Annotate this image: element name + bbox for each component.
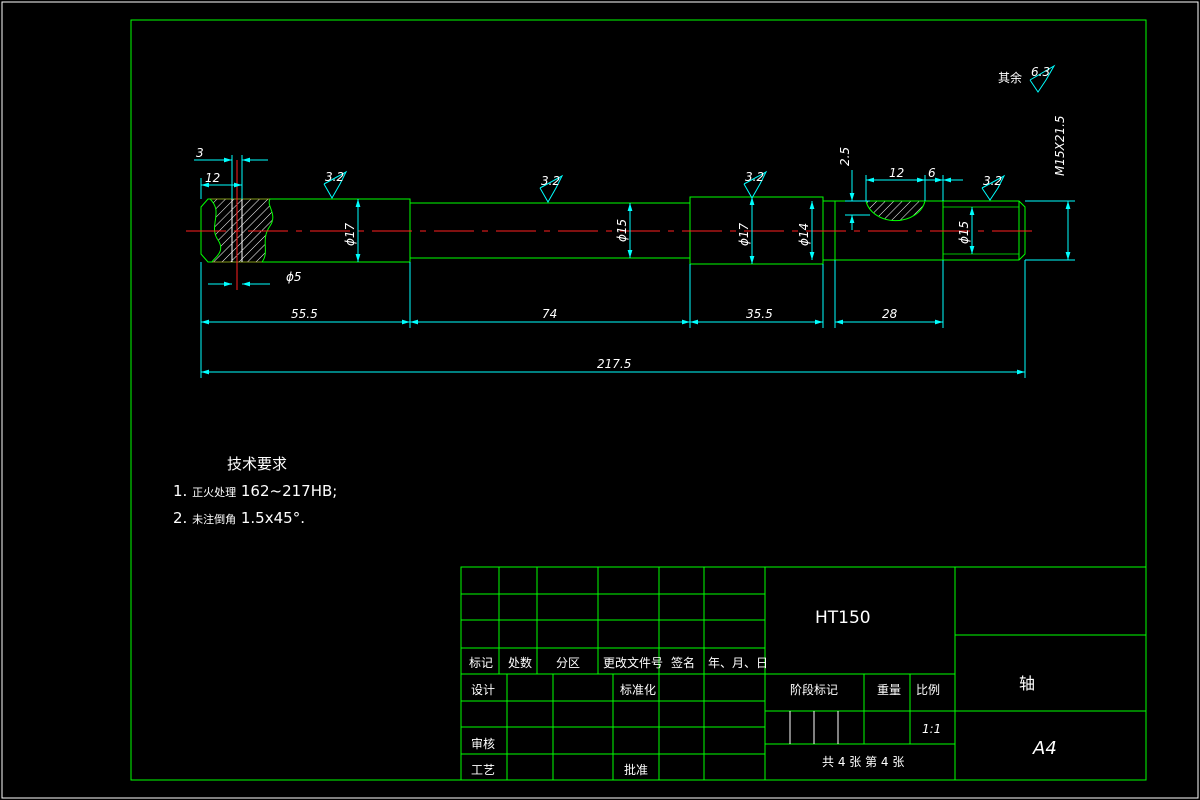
tb-col-date: 年、月、日 xyxy=(708,656,768,670)
tb-design: 设计 xyxy=(471,683,495,697)
tb-scale-value: 1:1 xyxy=(922,722,941,736)
dim-phi15-a: ϕ15 xyxy=(615,219,629,242)
tb-material: HT150 xyxy=(815,608,871,628)
tb-standardize: 标准化 xyxy=(620,683,656,697)
tb-col-zone: 分区 xyxy=(556,656,580,670)
tech-req-line1: 1. 正火处理 162~217HB; xyxy=(173,482,337,500)
tb-weight: 重量 xyxy=(877,683,901,697)
tb-review: 审核 xyxy=(471,736,495,751)
tb-process: 工艺 xyxy=(471,763,495,777)
tb-stage-mark: 阶段标记 xyxy=(790,682,838,697)
roughness-3: 3.2 xyxy=(745,170,764,184)
tech-req-line2: 2. 未注倒角 1.5x45°. xyxy=(173,509,305,527)
tech-req-title: 技术要求 xyxy=(227,455,287,473)
keyway-section xyxy=(865,200,926,222)
dim-len-55-5: 55.5 xyxy=(291,307,318,321)
roughness-other-label: 其余 xyxy=(998,70,1022,85)
tech-req-line2-value: 1.5x45°. xyxy=(241,509,305,527)
tb-sheets: 共 4 张 第 4 张 xyxy=(822,755,904,769)
tech-req-line1-value: 162~217HB; xyxy=(241,482,337,500)
tb-col-sign: 签名 xyxy=(671,655,695,670)
dim-phi17-a: ϕ17 xyxy=(343,222,357,246)
dim-len-74: 74 xyxy=(542,307,557,321)
roughness-2: 3.2 xyxy=(541,174,560,188)
title-block-grid xyxy=(460,566,1147,781)
dim-phi15-b: ϕ15 xyxy=(957,221,971,244)
tech-req-line2-text: 未注倒角 xyxy=(192,512,236,526)
dim-3: 3 xyxy=(196,146,204,160)
tb-col-doc: 更改文件号 xyxy=(603,655,663,670)
dim-12-left: 12 xyxy=(205,171,220,185)
dim-len-35-5: 35.5 xyxy=(746,307,773,321)
tb-col-mark: 标记 xyxy=(469,656,493,670)
tb-col-count: 处数 xyxy=(508,655,532,670)
dim-6: 6 xyxy=(928,166,936,180)
dim-phi17-b: ϕ17 xyxy=(737,222,751,246)
dim-2-5: 2.5 xyxy=(838,147,852,166)
dim-phi5: ϕ5 xyxy=(286,270,302,284)
tb-scale: 比例 xyxy=(916,683,940,697)
dim-len-total: 217.5 xyxy=(597,357,631,371)
dim-phi14: ϕ14 xyxy=(797,223,811,246)
roughness-symbols xyxy=(323,64,1056,204)
dimension-lines xyxy=(194,155,1075,378)
tb-paper-size: A4 xyxy=(1032,738,1057,759)
tech-req-line2-prefix: 2. xyxy=(173,509,187,527)
tech-req-line1-prefix: 1. xyxy=(173,482,187,500)
tb-approve: 批准 xyxy=(624,762,648,777)
roughness-1: 3.2 xyxy=(325,170,344,184)
dim-len-28: 28 xyxy=(882,307,898,321)
roughness-other-value: 6.3 xyxy=(1031,65,1050,79)
pin-hole-section xyxy=(209,198,274,263)
tech-req-line1-text: 正火处理 xyxy=(192,486,236,499)
roughness-4: 3.2 xyxy=(983,174,1002,188)
tb-part-name: 轴 xyxy=(1019,674,1035,693)
dim-12-key: 12 xyxy=(889,166,904,180)
dim-thread: M15X21.5 xyxy=(1053,115,1067,176)
